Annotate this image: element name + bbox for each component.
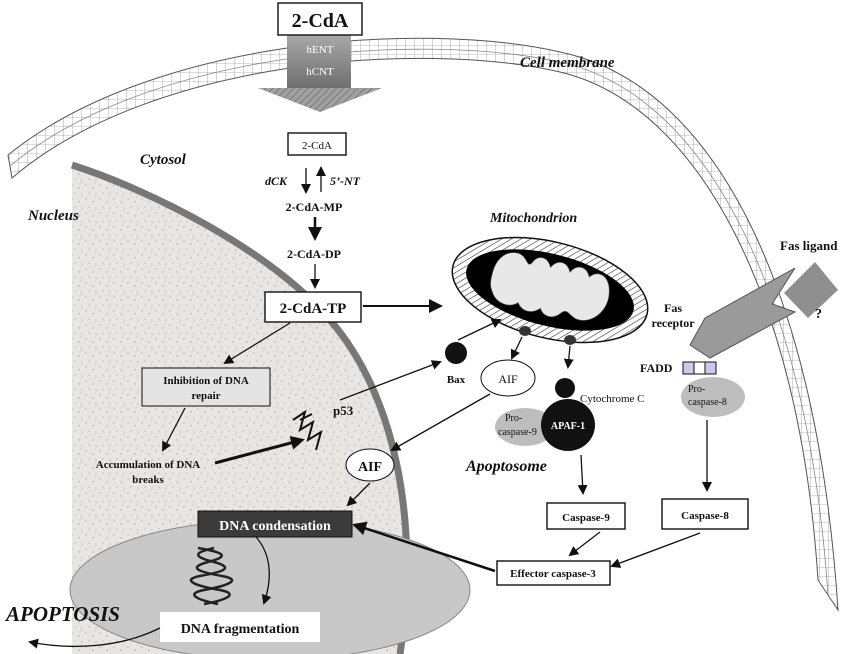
caspase8-label: Caspase-8 [681,510,729,522]
p53-label: p53 [333,403,354,418]
bax-shape [445,342,467,364]
procaspase8-label-2: caspase-8 [688,397,727,408]
inhibition-label-2: repair [191,390,220,402]
fadd-boxes [682,361,717,375]
cytosol-label: Cytosol [140,152,187,168]
drug-label-inner: 2-CdA [302,140,332,152]
aif-release-dot [519,326,531,336]
effector-caspase-box [496,560,611,586]
accumulation-label-1: Accumulation of DNA [96,459,201,471]
mp-label: 2-CdA-MP [286,200,343,214]
tp-label: 2-CdA-TP [280,301,347,317]
nucleus-label: Nucleus [27,208,79,224]
tp-box [264,291,362,323]
dna-condensation-box [197,510,353,538]
dna-fragmentation-label: DNA fragmentation [181,622,300,637]
dna-condensation-label: DNA condensation [219,519,331,534]
caspase9-box [546,502,626,530]
cell-membrane [7,37,839,612]
accumulation-label-2: breaks [132,474,164,486]
procaspase9-label-1: Pro- [505,413,522,424]
apoptosis-label: APOPTOSIS [4,602,120,626]
cytochrome-c-shape [555,378,575,398]
aif-nuc-shape [345,448,395,482]
fadd-label: FADD [640,361,673,375]
effector-caspase-label: Effector caspase-3 [510,568,596,580]
fas-receptor-label-1: Fas [664,301,682,315]
cell-membrane-label: Cell membrane [520,55,615,71]
dck-label: dCK [265,174,288,188]
hent-label: hENT [307,44,334,56]
aif-mito-label: AIF [498,372,518,386]
hcnt-label: hCNT [306,66,334,78]
drug-label-top: 2-CdA [292,10,349,32]
procaspase9-label-2: caspase-9 [498,427,537,438]
apoptosome-label: Apoptosome [465,458,547,475]
mitochondrion-label: Mitochondrion [489,211,577,226]
nucleoside-transporter [258,34,382,112]
drug-box-top [277,2,363,36]
bax-label: Bax [447,374,466,386]
fas-ligand-shape [784,262,838,318]
caspase9-label: Caspase-9 [562,512,610,524]
apaf1-label: APAF-1 [551,421,585,432]
caspase8-box [661,498,749,530]
procaspase9-shape [495,408,555,446]
dna-helix-shape [189,546,234,606]
question-mark: ? [815,307,822,322]
dp-label: 2-CdA-DP [287,247,341,261]
inhibition-label-1: Inhibition of DNA [163,375,249,387]
p53-shape [292,409,323,451]
nt5-label: 5’-NT [330,174,361,188]
aif-nuc-label: AIF [358,460,382,475]
fas-ligand-label: Fas ligand [780,238,838,253]
dna-fragmentation-box [160,612,320,642]
inhibition-box [141,367,271,407]
procaspase8-label-1: Pro- [688,384,705,395]
fas-receptor-shape [689,267,797,359]
fas-receptor-label-2: receptor [651,316,695,330]
apaf1-shape [541,399,595,451]
cytc-release-dot [564,335,576,345]
drug-box-inner [287,132,347,156]
aif-mito-shape [480,359,536,397]
procaspase8-shape [681,377,745,417]
cytochrome-c-label: Cytochrome C [580,393,644,405]
mitochondrion [451,236,649,344]
